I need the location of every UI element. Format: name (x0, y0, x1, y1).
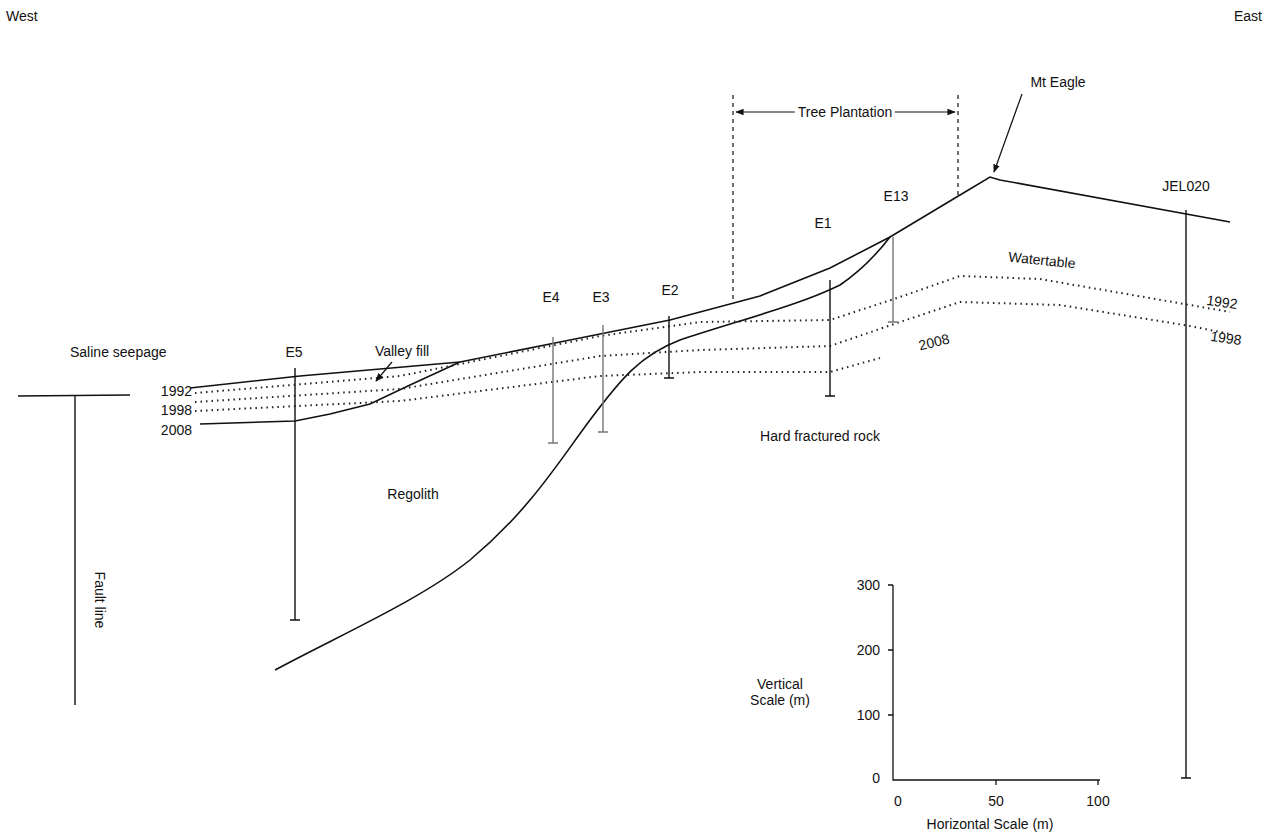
scale-title: Horizontal Scale (m) (927, 816, 1054, 832)
bores (290, 210, 1191, 778)
year-label: 1992 (161, 383, 192, 399)
direction-label: East (1234, 8, 1262, 24)
scale-tick: 0 (872, 770, 880, 786)
bore-label: E2 (661, 282, 678, 298)
leader-line (994, 94, 1022, 172)
scale-tick: 300 (857, 577, 880, 593)
peak-label: Mt Eagle (1030, 74, 1085, 90)
watertable-label: Watertable (1008, 248, 1077, 271)
scale-bar (888, 585, 1100, 785)
scale-tick: 0 (894, 793, 902, 809)
year-label: 1998 (1209, 328, 1242, 348)
year-label: 2008 (917, 330, 951, 353)
bore-label: E13 (884, 188, 909, 204)
scale-tick: 100 (1086, 793, 1109, 809)
bore-label: E4 (542, 289, 559, 305)
scale-title: Vertical Scale (m) (740, 676, 820, 708)
leader-line (376, 362, 392, 381)
plantation-bounds (733, 95, 958, 300)
bore-label: E5 (285, 344, 302, 360)
scale-tick: 200 (857, 642, 880, 658)
fault-line (74, 396, 75, 705)
valley-fill-base (200, 362, 460, 424)
bore-label: E1 (814, 215, 831, 231)
year-label: 2008 (161, 422, 192, 438)
rock-boundary (275, 237, 890, 670)
watertables (195, 276, 1230, 411)
feature-label: Valley fill (375, 343, 429, 359)
direction-label: West (6, 8, 38, 24)
rock-label: Hard fractured rock (760, 428, 880, 444)
zone-label: Tree Plantation (795, 104, 895, 120)
scale-tick: 50 (988, 793, 1004, 809)
feature-label: Saline seepage (70, 344, 167, 360)
year-label: 1992 (1205, 292, 1238, 312)
ground-surface (190, 177, 1230, 388)
year-label: 1998 (161, 402, 192, 418)
ground-surface (18, 395, 130, 396)
rock-label: Regolith (387, 486, 438, 502)
feature-label: Fault line (92, 572, 108, 629)
bore-label: JEL020 (1162, 178, 1209, 194)
bore-label: E3 (592, 289, 609, 305)
scale-tick: 100 (857, 707, 880, 723)
